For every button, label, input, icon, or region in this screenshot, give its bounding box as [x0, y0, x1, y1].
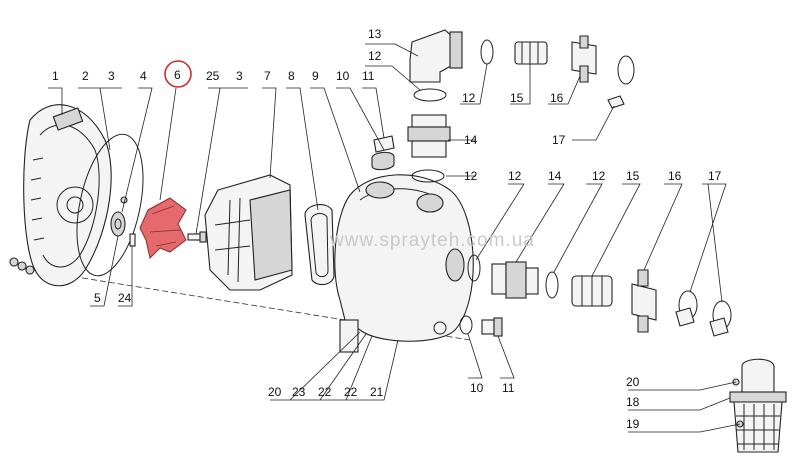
callout-12-a: 12 [368, 49, 382, 63]
gasket-ring-part-2 [76, 133, 144, 277]
elbow-part-13 [409, 29, 463, 83]
highlight-circle-part-6 [164, 60, 192, 88]
callout-12-d: 12 [508, 169, 522, 183]
nut-part-16-right [631, 269, 657, 333]
plug-part-10-11-top [371, 135, 395, 171]
callout-8: 8 [288, 69, 295, 83]
callout-12-c: 12 [464, 169, 478, 183]
callout-9: 9 [312, 69, 319, 83]
fitting-part-14-right [491, 261, 539, 299]
callout-16-top: 16 [550, 91, 564, 105]
callout-12-b: 12 [462, 91, 476, 105]
watermark-text: www.sprayteh.com.ua [329, 230, 535, 251]
callout-20-bottom: 20 [268, 385, 282, 399]
callout-17-right: 17 [708, 169, 722, 183]
fitting-part-14-top [407, 114, 451, 158]
callout-12-e: 12 [592, 169, 606, 183]
callout-11-bottom: 11 [502, 381, 515, 395]
callout-15-right: 15 [626, 169, 640, 183]
hose-barb-part-15-right [571, 275, 613, 307]
callout-5: 5 [94, 291, 101, 305]
callout-18: 18 [626, 395, 640, 409]
pin-part-24 [129, 233, 136, 247]
callout-7: 7 [264, 69, 271, 83]
callout-14-top: 14 [464, 133, 478, 147]
callout-3a: 3 [108, 69, 115, 83]
callout-3b: 3 [236, 69, 243, 83]
hose-barb-part-15-top [514, 41, 548, 65]
strainer-assembly [729, 358, 787, 453]
bolts-part-5-left [9, 257, 35, 275]
clamp-part-17-top [607, 55, 635, 109]
callout-13: 13 [368, 27, 382, 41]
plug-part-11-bottom [481, 317, 503, 337]
callout-24: 24 [118, 291, 132, 305]
pump-body-part-9 [334, 174, 474, 353]
oring-part-10-bottom [459, 315, 473, 335]
callout-22-a: 22 [318, 385, 332, 399]
callout-15-top: 15 [510, 91, 524, 105]
oring-part-12-top-row [480, 39, 494, 65]
impeller-bolt-part-25 [187, 231, 207, 243]
callout-23: 23 [292, 385, 306, 399]
nut-part-16-top [571, 35, 597, 83]
oring-part-12-mid-b [545, 271, 559, 299]
callout-14-right: 14 [548, 169, 562, 183]
callout-10-bottom: 10 [470, 381, 484, 395]
clamps-part-17-right [675, 290, 732, 337]
callout-10-top: 10 [336, 69, 350, 83]
leader-lines [48, 43, 741, 433]
callout-21: 21 [370, 385, 384, 399]
callout-4: 4 [140, 69, 147, 83]
callout-6: 6 [174, 68, 181, 82]
callout-labels: 1 2 3 4 6 25 3 7 8 9 10 11 13 12 12 15 1… [52, 27, 722, 431]
callout-11-top: 11 [362, 69, 375, 83]
callout-16-right: 16 [668, 169, 682, 183]
oring-part-12-b [411, 169, 445, 183]
oring-part-12-mid-a [467, 254, 481, 282]
callout-22-b: 22 [344, 385, 358, 399]
callout-20-strainer: 20 [626, 375, 640, 389]
callout-17-top: 17 [552, 133, 566, 147]
oring-part-12-a [413, 88, 447, 102]
callout-1: 1 [52, 69, 59, 83]
volute-diffuser-part-7 [204, 174, 293, 291]
callout-2: 2 [82, 69, 89, 83]
rear-housing-part-1 [23, 104, 112, 287]
callout-19: 19 [626, 417, 640, 431]
callout-25: 25 [206, 69, 220, 83]
impeller-part-6 [139, 197, 187, 259]
